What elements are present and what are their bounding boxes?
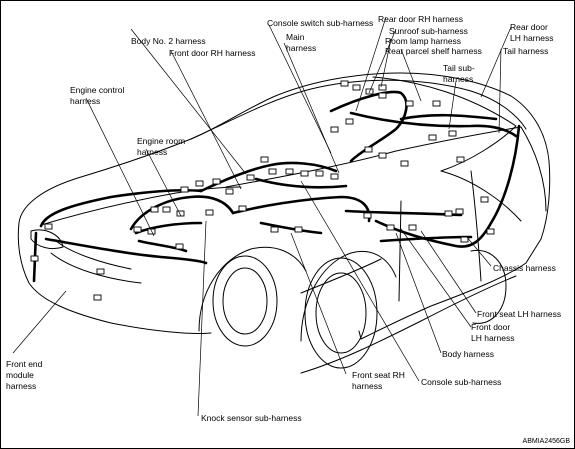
- label-knock-sensor-sub-harness: Knock sensor sub-harness: [201, 413, 302, 423]
- rear-wheel: [304, 257, 378, 369]
- engine-control-line: [134, 221, 203, 253]
- label-tail-sub-harness-line1: Tail sub-: [443, 63, 475, 73]
- label-front-door-rh-harness: Front door RH harness: [169, 48, 256, 58]
- front-end-module-line: [32, 231, 208, 283]
- label-rear-parcel-shelf-harness: Rear parcel shelf harness: [385, 46, 482, 56]
- label-rear-door-rh-harness: Rear door RH harness: [378, 14, 464, 24]
- trunk: [520, 126, 547, 212]
- label-main-harness-line1: Main: [286, 32, 305, 42]
- car-body-outline: [18, 72, 551, 340]
- label-console-switch-sub-harness: Console switch sub-harness: [267, 18, 374, 28]
- rear-shelf-line: [349, 111, 518, 138]
- label-engine-control-harness-line2: harness: [70, 96, 101, 106]
- label-room-lamp-harness: Room lamp harness: [385, 36, 462, 46]
- label-tail-sub-harness-line2: harness: [443, 74, 474, 84]
- hood-line: [40, 186, 242, 226]
- label-front-seat-rh-harness-line1: Front seat RH: [352, 370, 405, 380]
- rear-wheel-arch: [300, 251, 397, 342]
- rocker: [300, 275, 517, 374]
- label-front-end-module-harness-line1: Front end: [6, 359, 43, 369]
- engine-room-line: [129, 195, 235, 231]
- c-pillar: [440, 170, 522, 222]
- label-front-seat-rh-harness-line2: harness: [352, 381, 383, 391]
- label-engine-control-harness-line1: Engine control: [70, 85, 125, 95]
- label-body-no2-harness: Body No. 2 harness: [131, 36, 206, 46]
- label-main-harness-line2: harness: [286, 43, 317, 53]
- label-chassis-harness: Chassis harness: [493, 263, 556, 273]
- console-line: [254, 177, 348, 189]
- main-harness-line: [231, 195, 371, 223]
- grille: [50, 240, 142, 284]
- rear-window: [372, 76, 517, 172]
- label-rear-door-lh-harness-line1: Rear door: [510, 22, 548, 32]
- body-no2-line: [199, 161, 338, 193]
- label-console-sub-harness: Console sub-harness: [421, 377, 502, 387]
- label-front-door-lh-harness-line1: Front door: [471, 322, 511, 332]
- label-front-end-module-harness-line2: module: [6, 370, 34, 380]
- front-wheel: [212, 255, 278, 347]
- roofline: [190, 79, 527, 140]
- label-engine-room-harness-line1: Engine room: [137, 136, 186, 146]
- label-engine-room-harness-line2: harness: [137, 147, 168, 157]
- tail-line: [399, 113, 498, 121]
- front-wheel-arch: [198, 246, 307, 332]
- belt-line: [225, 126, 522, 188]
- label-front-end-module-harness-line3: harness: [6, 381, 37, 391]
- door-rh-line: [259, 221, 323, 235]
- label-tail-harness: Tail harness: [503, 46, 549, 56]
- label-front-seat-lh-harness: Front seat LH harness: [477, 309, 562, 319]
- label-rear-door-lh-harness-line2: LH harness: [510, 33, 554, 43]
- label-sunroof-sub-harness: Sunroof sub-harness: [389, 26, 468, 36]
- figure-code: ABMIA2456GB: [522, 438, 570, 445]
- front-bumper: [17, 222, 212, 335]
- body-harness-line: [374, 124, 521, 248]
- label-body-harness: Body harness: [442, 349, 494, 359]
- label-front-door-lh-harness-line2: LH harness: [471, 333, 515, 343]
- roof-harness-line: [329, 90, 408, 163]
